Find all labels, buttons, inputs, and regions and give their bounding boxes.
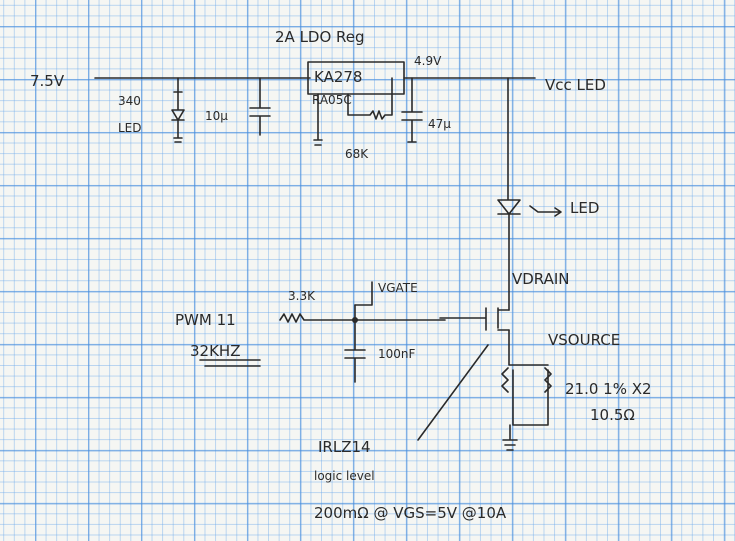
label-vin: 7.5V [30,72,65,90]
junction-dot [352,317,358,323]
label-v-drain: VDRAIN [512,270,570,288]
label-reg-part1: KA278 [314,68,362,86]
label-c-gate: 100nF [378,347,416,361]
label-led-load: LED [570,199,599,217]
label-mosfet: IRLZ14 [318,438,371,456]
label-pwm-freq: 32KHZ [190,342,240,360]
wires [94,61,562,451]
label-r-sense-total: 10.5Ω [590,406,635,424]
label-led-indicator: LED [118,121,142,135]
label-c-in: 10µ [205,109,228,123]
label-r-sense: 21.0 1% X2 [565,380,652,398]
label-v-source: VSOURCE [548,331,620,349]
label-reg-part2: RA05C [312,93,352,107]
label-c-out: 47µ [428,117,451,131]
label-r-gate: 3.3K [288,289,316,303]
label-vcc-led: Vcc LED [545,76,606,94]
label-mosfet-note: logic level [314,469,375,483]
label-mosfet-spec: 200mΩ @ VGS=5V @10A [314,504,507,522]
label-pwm: PWM 11 [175,311,236,329]
label-v-gate: VGATE [378,281,418,295]
label-r-led: 340 [118,94,141,108]
label-r-adj: 68K [345,147,369,161]
title: 2A LDO Reg [275,28,365,46]
label-vout: 4.9V [414,54,442,68]
